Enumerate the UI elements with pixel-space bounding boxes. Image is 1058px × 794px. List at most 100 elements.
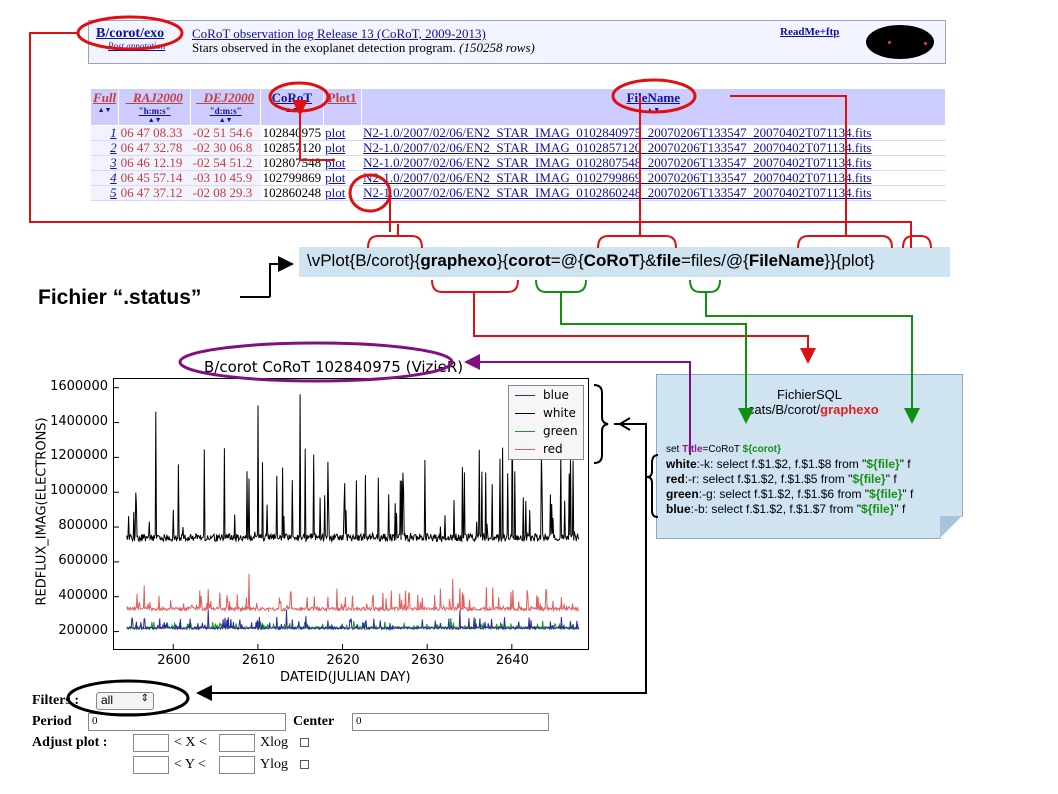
sql-line-red: red:-r: select f.$1.$2, f.$1.$5 from "${… [666,472,897,486]
plot-link[interactable]: plot [325,185,346,200]
col-raj2000[interactable]: _RAJ2000"h:m:s"▲▼ [118,88,192,126]
row-number-link-cell[interactable]: 1 [90,125,119,141]
select-arrows-icon: ⇕ [140,693,149,704]
x-tick-label: 2600 [157,653,191,668]
sql-var: ${file} [852,472,886,486]
col-filename[interactable]: FileName▲▼ [360,88,947,126]
legend-label: white [543,406,576,420]
period-input[interactable]: 0 [88,713,286,731]
filename-link[interactable]: N2-1.0/2007/02/06/EN2_STAR_IMAG_01028571… [363,140,872,155]
filename-link-cell[interactable]: N2-1.0/2007/02/06/EN2_STAR_IMAG_01028602… [361,185,946,201]
center-input[interactable]: 0 [352,713,549,731]
col-plot1[interactable]: Plot1 [322,88,362,126]
legend-item: green [515,424,578,438]
sort-icon[interactable]: ▲▼ [97,106,112,114]
sql-set-line: set Title=CoRoT ${corot} [666,444,781,455]
row-number-link-cell[interactable]: 5 [90,185,119,201]
row-number-link[interactable]: 2 [110,140,117,155]
sql-var: ${file} [866,457,900,471]
row-number-link[interactable]: 3 [110,155,117,170]
legend-swatch [515,431,535,432]
corot-id-cell-cell: 102840975 [260,125,324,141]
col-header-label[interactable]: CoRoT [271,90,313,105]
row-number-link[interactable]: 4 [110,170,117,185]
sql-series-name: red [666,472,685,486]
plot-link[interactable]: plot [325,140,346,155]
filename-link[interactable]: N2-1.0/2007/02/06/EN2_STAR_IMAG_01028075… [363,155,872,170]
annotation-link[interactable]: Post annotation [108,41,166,51]
dec-cell-cell: -02 51 54.6 [190,125,261,141]
col-header-label[interactable]: _DEJ2000 [197,90,255,105]
ra-cell: 06 47 32.78 [120,140,183,155]
ra-cell-cell: 06 47 37.12 [118,185,191,201]
status-part: }{ [496,251,509,270]
legend-swatch [515,395,535,396]
ra-cell-cell: 06 45 57.14 [118,170,191,186]
plot-link[interactable]: plot [325,125,346,140]
row-number-link[interactable]: 5 [110,185,117,200]
filename-link-cell[interactable]: N2-1.0/2007/02/06/EN2_STAR_IMAG_01028075… [361,155,946,171]
filename-link-cell[interactable]: N2-1.0/2007/02/06/EN2_STAR_IMAG_01027998… [361,170,946,186]
col-dej2000[interactable]: _DEJ2000"d:m:s"▲▼ [190,88,262,126]
plot-link[interactable]: plot [325,170,346,185]
corot-id-cell-cell: 102857120 [260,140,324,156]
plot-link-cell[interactable]: plot [323,185,362,201]
xlog-checkbox[interactable] [300,738,309,747]
sort-icon[interactable]: ▲▼ [147,116,162,124]
filename-link[interactable]: N2-1.0/2007/02/06/EN2_STAR_IMAG_01028602… [363,185,872,200]
legend-item: red [515,442,563,456]
col-corot[interactable]: CoRoT▲▼ [260,88,324,126]
legend-label: blue [543,388,569,402]
col-header-label[interactable]: Plot1 [327,90,357,105]
plot-link[interactable]: plot [325,155,346,170]
sql-series-name: green [666,487,699,501]
sort-icon[interactable]: ▲▼ [284,106,299,114]
sort-icon[interactable]: ▲▼ [646,106,661,114]
filename-link[interactable]: N2-1.0/2007/02/06/EN2_STAR_IMAG_01027998… [363,170,872,185]
row-number-link[interactable]: 1 [110,125,117,140]
xmin-input[interactable] [133,734,169,752]
dec-cell-cell: -02 30 06.8 [190,140,261,156]
legend-item: white [515,406,576,420]
plot-link-cell[interactable]: plot [323,140,362,156]
sql-var: ${file} [861,502,895,516]
filename-link-cell[interactable]: N2-1.0/2007/02/06/EN2_STAR_IMAG_01028571… [361,140,946,156]
catalog-link[interactable]: B/corot/exo [96,26,165,41]
xlog-label: Xlog [260,735,288,750]
ymin-input[interactable] [133,756,169,774]
plot-link-cell[interactable]: plot [323,170,362,186]
y-range-label: < Y < [174,757,206,772]
col-header-label[interactable]: FileName [626,90,681,105]
y-tick-label: 1600000 [50,378,108,394]
y-tick-label: 1000000 [50,483,108,499]
sky-thumbnail-image[interactable] [866,25,934,59]
y-tick-label: 600000 [58,552,108,568]
plot-link-cell[interactable]: plot [323,155,362,171]
chart-legend: blue white green red [508,385,584,460]
plot-link-cell[interactable]: plot [323,125,362,141]
ymax-input[interactable] [219,756,255,774]
filters-select[interactable]: all⇕ [96,692,154,710]
sort-icon[interactable]: ▲▼ [218,116,233,124]
col-header-label[interactable]: _RAJ2000 [126,90,183,105]
corot-id-cell: 102857120 [262,140,322,155]
filename-link[interactable]: N2-1.0/2007/02/06/EN2_STAR_IMAG_01028409… [363,125,872,140]
readme-link[interactable]: ReadMe+ftp [780,26,840,38]
status-col-corot: CoRoT [583,251,640,270]
col-full[interactable]: Full▲▼ [89,88,120,126]
corot-id-cell: 102807548 [262,155,322,170]
col-header-label[interactable]: Full [93,90,117,105]
xmax-input[interactable] [219,734,255,752]
ylog-checkbox[interactable] [300,760,309,769]
sql-var: ${file} [869,487,903,501]
row-number-link-cell[interactable]: 2 [90,140,119,156]
filename-link-cell[interactable]: N2-1.0/2007/02/06/EN2_STAR_IMAG_01028409… [361,125,946,141]
row-number-link-cell[interactable]: 3 [90,155,119,171]
status-col-filename: FileName [748,251,825,270]
sql-note-title: FichierSQL [776,387,843,402]
row-number-link-cell[interactable]: 4 [90,170,119,186]
status-param-file: file [656,251,681,270]
status-graph-name: graphexo [420,251,497,270]
